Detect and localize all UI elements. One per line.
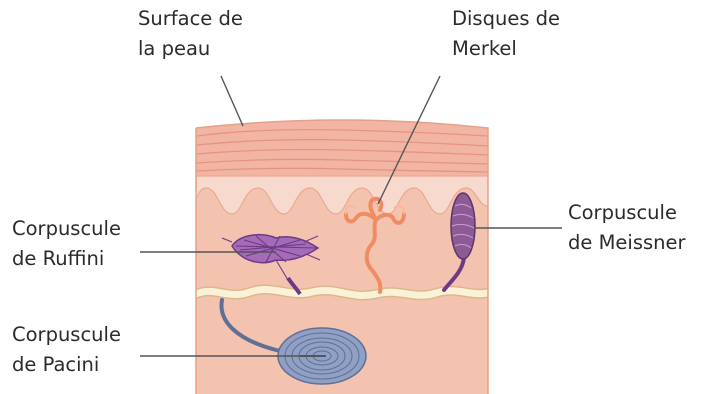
label-corpuscule-de-meissner: Corpuscule de Meissner <box>568 198 686 258</box>
label-corpuscule-de-pacini: Corpuscule de Pacini <box>12 320 121 380</box>
label-disques-de-merkel: Disques de Merkel <box>452 4 560 64</box>
label-corpuscule-de-ruffini: Corpuscule de Ruffini <box>12 214 121 274</box>
label-surface-de-la-peau: Surface de la peau <box>138 4 243 64</box>
leader-line-surface <box>221 76 243 126</box>
epidermis-layer <box>196 120 488 176</box>
papillary-layer <box>196 176 488 214</box>
